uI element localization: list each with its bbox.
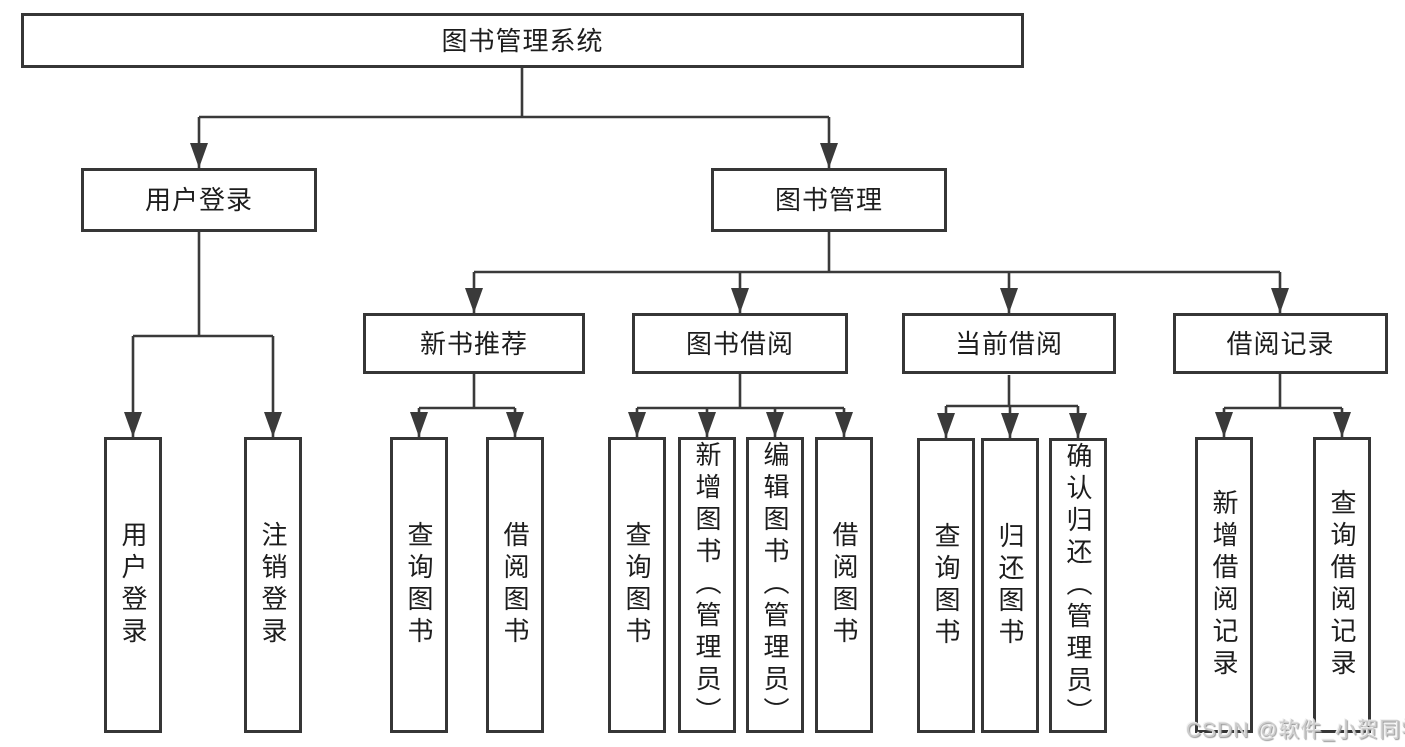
node-book-borrow: 图书借阅 [632,313,848,374]
leaf-user-login: 用户登录 [104,437,162,733]
node-user-login: 用户登录 [81,168,317,232]
leaf-currentborrow-return: 归还图书 [981,438,1039,733]
leaf-currentborrow-confirm-admin: 确认归还（管理员） [1049,438,1107,733]
node-borrow-records: 借阅记录 [1173,313,1388,374]
leaf-bookborrow-edit-admin: 编辑图书（管理员） [746,437,804,733]
leaf-newbooks-borrow: 借阅图书 [486,437,544,733]
leaf-logout: 注销登录 [244,437,302,733]
leaf-bookborrow-borrow: 借阅图书 [815,437,873,733]
leaf-bookborrow-query: 查询图书 [608,437,666,733]
leaf-currentborrow-query: 查询图书 [917,438,975,733]
csdn-watermark: CSDN @软件_小贺同学 [1186,719,1405,742]
node-root: 图书管理系统 [21,13,1024,68]
node-new-book-recommend: 新书推荐 [363,313,585,374]
leaf-bookborrow-add-admin: 新增图书（管理员） [678,437,736,733]
leaf-records-query: 查询借阅记录 [1313,437,1371,733]
leaf-records-add: 新增借阅记录 [1195,437,1253,733]
leaf-newbooks-query: 查询图书 [390,437,448,733]
node-current-borrow: 当前借阅 [902,313,1116,374]
node-book-management: 图书管理 [711,168,947,232]
